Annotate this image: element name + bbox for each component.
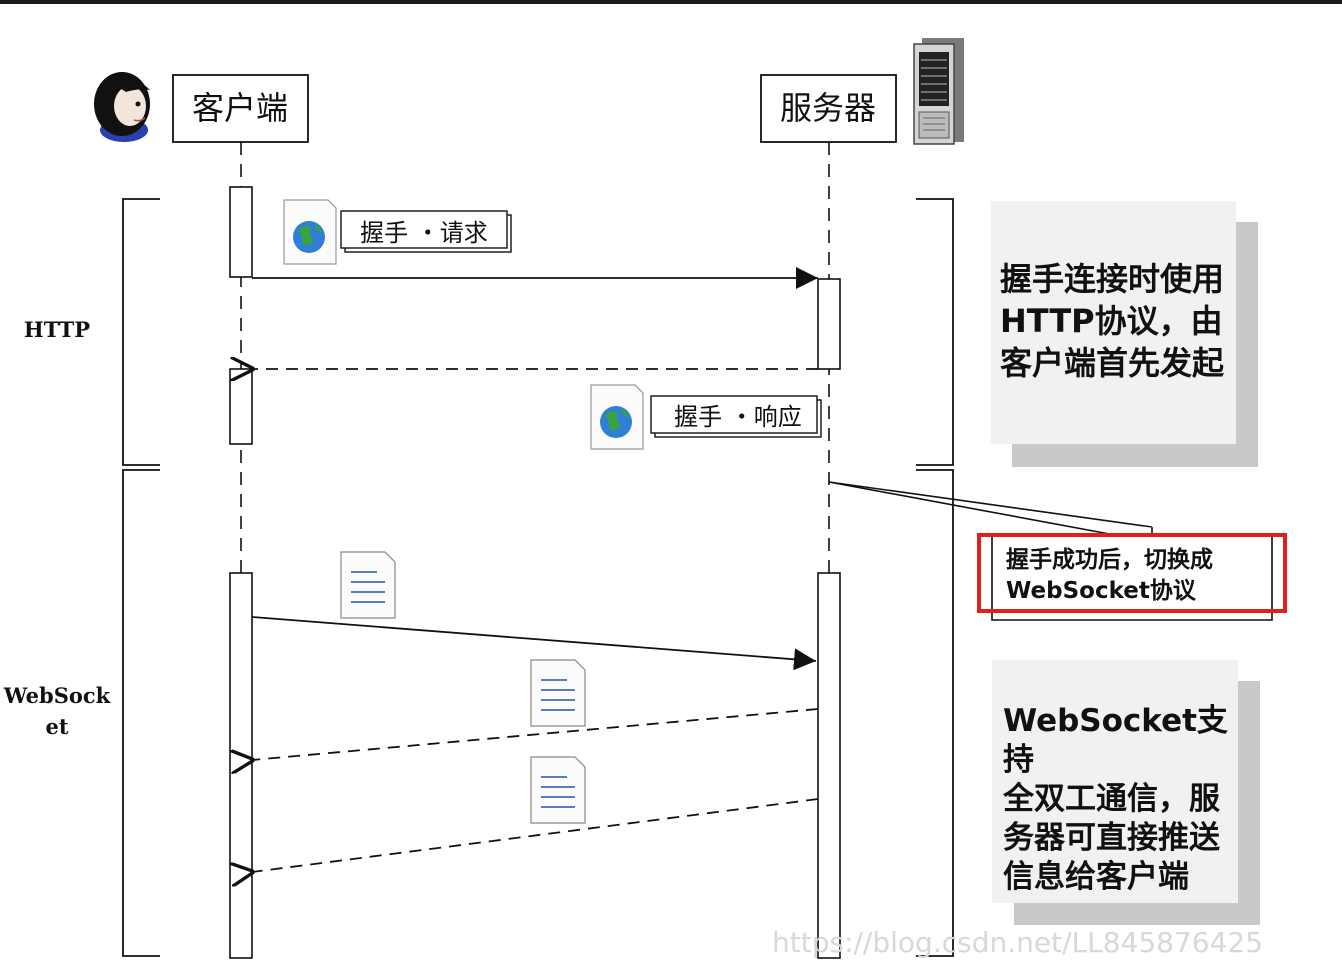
participant-server: 服务器 <box>760 74 897 143</box>
handshake-request-label: 握手 ・请求 <box>340 210 512 253</box>
top-bar <box>0 0 1342 4</box>
http-note-box <box>991 201 1258 467</box>
handshake-response-label: 握手 ・响应 <box>650 395 822 438</box>
text-document-icon <box>340 551 396 619</box>
http-bracket-right <box>916 198 954 466</box>
section-label-websocket: WebSocket <box>3 683 111 739</box>
http-note-text: 握手连接时使用 HTTP协议，由 客户端首先发起 <box>1000 260 1225 382</box>
client-to-server-message-arrow <box>251 616 817 671</box>
client-activation-3 <box>229 572 253 959</box>
participant-client: 客户端 <box>172 74 309 143</box>
participant-client-label: 客户端 <box>192 89 288 127</box>
websocket-bracket-right <box>916 469 954 957</box>
handshake-response-text: 握手 ・响应 <box>674 403 802 431</box>
server-activation-2 <box>817 572 841 959</box>
switch-note-text: 握手成功后，切换成 WebSocket协议 <box>1006 547 1213 604</box>
http-bracket-left <box>122 198 160 466</box>
websocket-bracket-left <box>122 469 160 957</box>
server-push-arrow-1 <box>252 708 819 760</box>
server-push-arrow-2 <box>252 798 819 872</box>
section-label-http: HTTP <box>23 317 91 342</box>
globe-document-icon <box>283 199 337 265</box>
switch-note-callout <box>828 481 1287 621</box>
globe-document-icon <box>590 384 644 450</box>
client-activation-2 <box>229 368 253 445</box>
handshake-request-text: 握手 ・请求 <box>360 219 488 247</box>
websocket-note-box <box>992 660 1260 925</box>
server-tower-icon <box>913 38 964 145</box>
watermark: https://blog.csdn.net/LL845876425 <box>772 926 1264 959</box>
text-document-icon <box>530 756 586 824</box>
participant-server-label: 服务器 <box>780 89 876 127</box>
client-activation-1 <box>229 186 253 278</box>
server-activation-1 <box>817 278 841 370</box>
user-avatar-icon <box>94 72 150 142</box>
highlight-box <box>977 533 1287 613</box>
text-document-icon <box>530 659 586 727</box>
websocket-note-text: WebSocket支持 全双工通信，服 务器可直接推送 信息给客户端 <box>1003 703 1228 895</box>
